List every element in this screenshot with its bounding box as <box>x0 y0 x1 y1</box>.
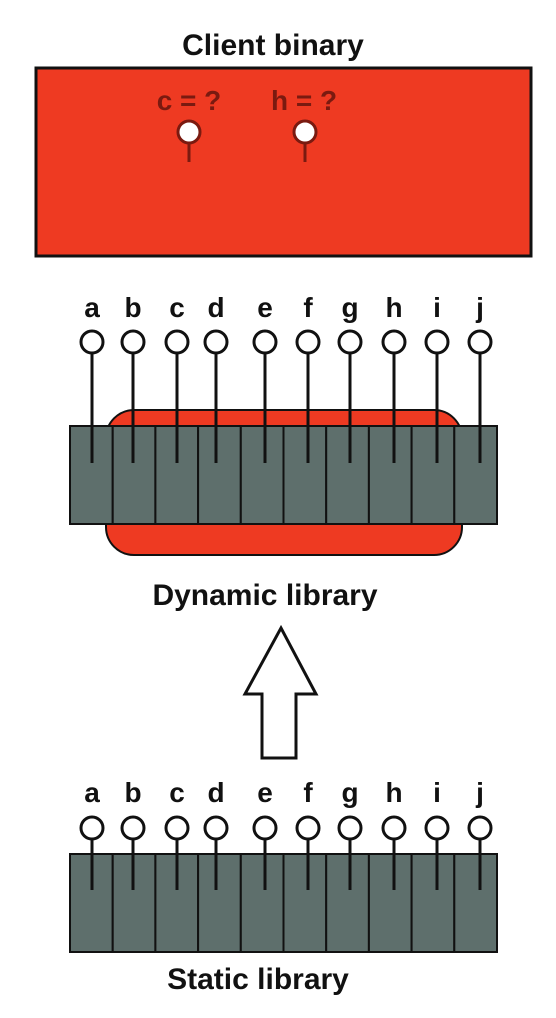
static-library-label: Static library <box>167 963 349 996</box>
symbol-label-j: j <box>475 292 484 323</box>
symbol-pin-icon <box>424 329 450 355</box>
library-object-block <box>197 425 242 525</box>
symbol-label-b: b <box>124 292 141 323</box>
symbol-pin-icon <box>79 329 105 355</box>
symbol-label-d: d <box>207 292 224 323</box>
symbol-label-a: a <box>84 292 100 323</box>
client-binary-box <box>34 66 533 258</box>
symbol-pin-icon <box>203 329 229 355</box>
symbol-pin-icon <box>467 329 493 355</box>
symbol-label-g: g <box>341 777 358 808</box>
library-object-block <box>69 853 114 953</box>
static-library-symbol-pins <box>79 815 493 890</box>
library-object-block <box>325 853 370 953</box>
symbol-pin-icon <box>424 815 450 841</box>
symbol-pin-icon <box>120 815 146 841</box>
symbol-label-i: i <box>433 777 441 808</box>
library-object-block <box>367 425 413 525</box>
client-import-pins <box>176 119 318 162</box>
import-pin-icon <box>292 119 318 145</box>
query-c-label: c = ? <box>157 85 222 116</box>
symbol-pin-icon <box>337 815 363 841</box>
library-object-block <box>410 853 456 953</box>
import-pin-icon <box>176 119 202 145</box>
library-object-block <box>239 425 285 525</box>
library-object-block <box>453 425 498 525</box>
symbol-pin-icon <box>381 815 407 841</box>
symbol-pin-icon <box>295 815 321 841</box>
dynamic-library-symbol-pins <box>79 329 493 463</box>
symbol-pin-icon <box>252 815 278 841</box>
query-h-label: h = ? <box>271 85 337 116</box>
symbol-label-f: f <box>303 292 313 323</box>
symbol-pin-icon <box>120 329 146 355</box>
symbol-label-e: e <box>257 292 273 323</box>
symbol-label-c: c <box>169 777 185 808</box>
dynamic-library-blocks <box>69 425 498 525</box>
symbol-label-j: j <box>475 777 484 808</box>
symbol-pin-icon <box>164 815 190 841</box>
library-object-block <box>282 425 328 525</box>
symbol-label-d: d <box>207 777 224 808</box>
static-library-blocks <box>69 853 498 953</box>
library-object-block <box>453 853 498 953</box>
symbol-pin-icon <box>295 329 321 355</box>
library-object-block <box>282 853 328 953</box>
symbol-pin-icon <box>164 329 190 355</box>
library-object-block <box>367 853 413 953</box>
symbol-pin-icon <box>467 815 493 841</box>
symbol-label-e: e <box>257 777 273 808</box>
library-object-block <box>197 853 242 953</box>
library-object-block <box>325 425 370 525</box>
symbol-pin-icon <box>203 815 229 841</box>
symbol-label-h: h <box>385 777 402 808</box>
client-binary-title: Client binary <box>182 29 364 62</box>
symbol-label-h: h <box>385 292 402 323</box>
conversion-arrow-icon <box>242 624 319 760</box>
symbol-pin-icon <box>381 329 407 355</box>
library-object-block <box>239 853 285 953</box>
symbol-label-b: b <box>124 777 141 808</box>
symbol-label-f: f <box>303 777 313 808</box>
symbol-label-a: a <box>84 777 100 808</box>
symbol-label-c: c <box>169 292 185 323</box>
symbol-pin-icon <box>79 815 105 841</box>
symbol-label-i: i <box>433 292 441 323</box>
dynamic-library-label: Dynamic library <box>152 579 377 612</box>
symbol-pin-icon <box>337 329 363 355</box>
symbol-pin-icon <box>252 329 278 355</box>
library-object-block <box>410 425 456 525</box>
symbol-label-g: g <box>341 292 358 323</box>
